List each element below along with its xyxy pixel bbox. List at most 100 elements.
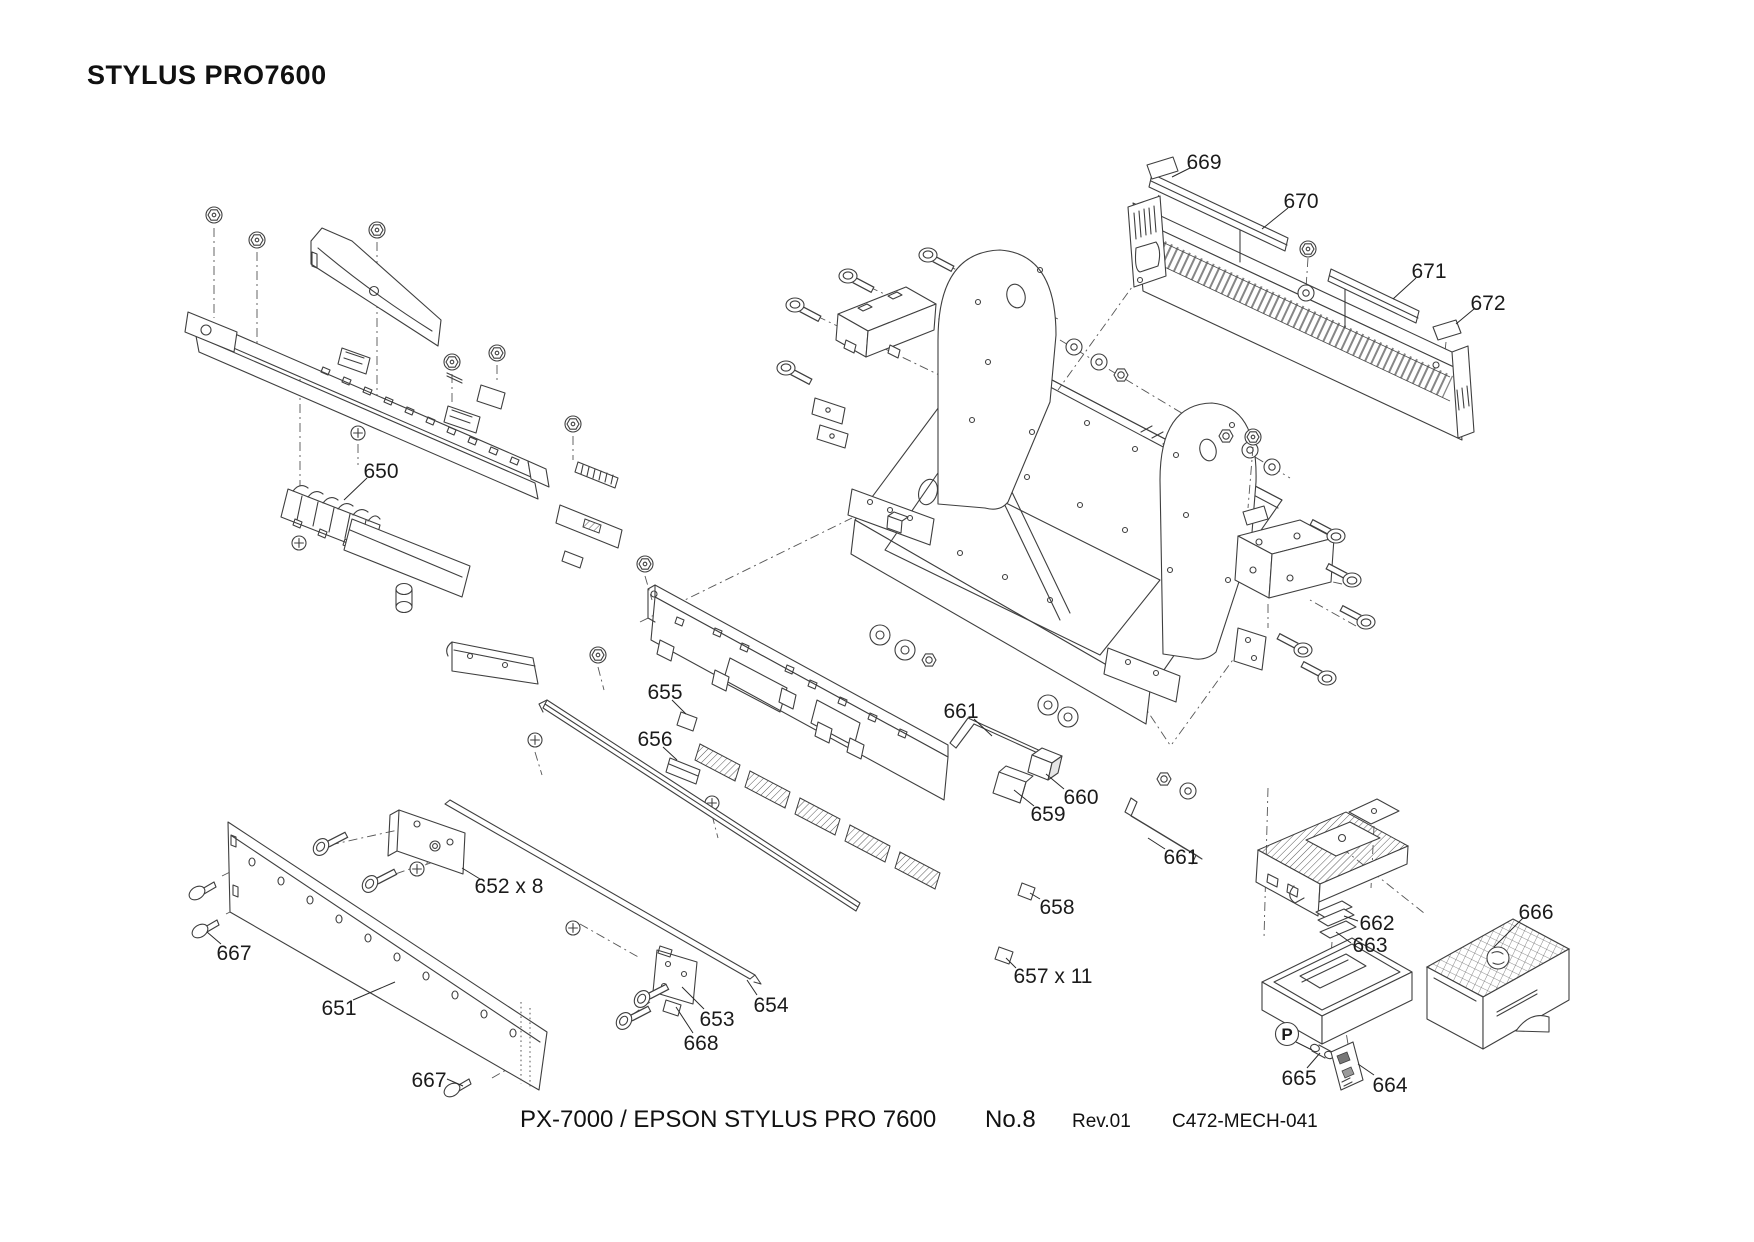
pan-screw (350, 425, 366, 441)
callout-671: 671 (1411, 260, 1446, 283)
part-663-pad (1319, 920, 1357, 939)
washer (1065, 338, 1083, 356)
p-marker: P (1274, 1021, 1313, 1051)
hex-bolt (1299, 240, 1317, 258)
bolt-with-shaft (359, 860, 396, 900)
small-plate (476, 384, 506, 410)
part-657-pad (994, 946, 1014, 965)
assembly-top-left-rail (184, 206, 623, 685)
hex-nut (921, 653, 937, 667)
clip (811, 397, 846, 425)
washer (1263, 458, 1281, 476)
part-672-pad (1432, 319, 1462, 341)
callout-666: 666 (1518, 901, 1553, 924)
part-652-plate (387, 809, 466, 875)
bolt-with-shaft (839, 269, 873, 290)
lower-plate-with-boss (343, 518, 471, 614)
pan-screw (409, 861, 425, 877)
bolt-with-shaft (1327, 566, 1361, 587)
damper-block (886, 511, 909, 534)
rail-tabs (656, 639, 865, 760)
assembly-top-right-rail (1057, 156, 1475, 509)
footer-revision: Rev.01 (1072, 1111, 1131, 1132)
callout-654: 654 (753, 994, 788, 1017)
washer (1179, 782, 1197, 800)
rail-lower-flange (195, 335, 539, 500)
right-foot-bracket (1103, 647, 1181, 703)
rail-slots (674, 616, 908, 739)
part-659-pad (992, 765, 1034, 804)
assembly-right-bracket (1171, 505, 1375, 745)
hex-bolt (488, 344, 506, 362)
part-666-maintenance-tank (1425, 918, 1571, 1050)
washer (1297, 284, 1315, 302)
part-658-pad (1017, 882, 1036, 901)
gusset-bracket (310, 227, 442, 347)
part-665-pin (1310, 1043, 1334, 1060)
callout-leader-lines (206, 167, 1524, 1087)
footer-model: PX-7000 / EPSON STYLUS PRO 7600 (520, 1106, 936, 1133)
footer-sheet-number: No.8 (985, 1106, 1036, 1133)
hex-bolt (443, 353, 461, 371)
part-670-strip (1148, 173, 1289, 252)
part-669-clip (1146, 156, 1179, 180)
hex-nut (1156, 772, 1172, 786)
top-plate (1348, 798, 1400, 825)
part-661-rod-b (1124, 797, 1203, 865)
right-side-plate (1159, 402, 1257, 660)
roller-wheel (1037, 694, 1059, 716)
callout-655: 655 (647, 681, 682, 704)
flushing-tray (1261, 937, 1413, 1045)
callout-664: 664 (1372, 1074, 1407, 1097)
pan-screw (565, 920, 581, 936)
left-side-plate (917, 249, 1057, 510)
spring-coil (1154, 241, 1454, 398)
part-671-strip (1327, 268, 1420, 324)
roller-wheel (1057, 706, 1079, 728)
rail-end-bracket (555, 504, 623, 569)
small-plate (1233, 627, 1267, 671)
callout-labels: 650 651 652 x 8 653 654 655 656 657 x 11… (216, 151, 1553, 1097)
part-668-plate (662, 999, 682, 1017)
bolt-with-shaft (919, 248, 953, 269)
part-655-pad (676, 711, 698, 732)
rail-front-face (650, 596, 949, 801)
hex-nut (1113, 368, 1129, 382)
callout-661-a: 661 (943, 700, 978, 723)
part-661-rod-a (949, 717, 1052, 770)
part-660-foam (1027, 747, 1063, 781)
callout-661-b: 661 (1163, 846, 1198, 869)
callout-659: 659 (1030, 803, 1065, 826)
clip (816, 424, 849, 449)
assembly-cleaning-unit: P (1255, 787, 1425, 1091)
part-664-board (1330, 1041, 1364, 1091)
cap-carriage-unit (1255, 811, 1410, 917)
callout-663: 663 (1352, 934, 1387, 957)
callout-662: 662 (1359, 912, 1394, 935)
callout-665: 665 (1281, 1067, 1316, 1090)
part-656-pad (665, 757, 701, 785)
bolt-with-shaft (777, 361, 811, 382)
p-marker-label: P (1281, 1025, 1292, 1044)
rail-left-cap (1127, 195, 1167, 288)
pan-screw (527, 732, 543, 748)
footer-doc-code: C472-MECH-041 (1172, 1111, 1318, 1132)
rail-mount-holes (320, 366, 520, 466)
cable-clip (443, 405, 481, 434)
hex-bolt (589, 646, 607, 664)
part-662-pad (1317, 908, 1355, 927)
channel-bar (538, 699, 861, 912)
part-654-strip (444, 799, 762, 985)
hex-bolt (205, 206, 223, 224)
hex-nut (1218, 429, 1234, 443)
bolt-with-shaft (1302, 664, 1336, 685)
callout-657: 657 x 11 (1013, 965, 1092, 988)
roller-wheel (894, 639, 916, 661)
carriage-mount-bracket (835, 286, 937, 359)
comb-strip (574, 461, 619, 489)
callout-658: 658 (1039, 896, 1074, 919)
hex-bolt (248, 231, 266, 249)
part-667-screw (186, 881, 217, 904)
callout-667-b: 667 (411, 1069, 446, 1092)
hex-bolt (564, 415, 582, 433)
